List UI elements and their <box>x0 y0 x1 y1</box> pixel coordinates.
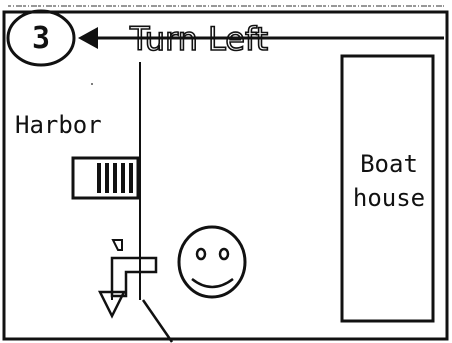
smiley-face-icon <box>179 227 245 297</box>
harbor-label: Harbor <box>15 111 102 139</box>
pointer-line-icon <box>143 300 172 342</box>
step-number-badge: 3 <box>8 11 74 65</box>
boathouse-building: Boat house <box>342 56 433 321</box>
turn-instruction: Turn Left <box>78 20 444 58</box>
turn-instruction-text: Turn Left <box>129 20 268 58</box>
scan-speck <box>91 83 93 85</box>
bridge-ladder-icon <box>73 158 138 198</box>
boathouse-label-line2: house <box>353 184 425 212</box>
arrow-head-icon <box>78 27 98 49</box>
step-number: 3 <box>32 21 50 56</box>
boathouse-label-line1: Boat <box>360 150 418 178</box>
